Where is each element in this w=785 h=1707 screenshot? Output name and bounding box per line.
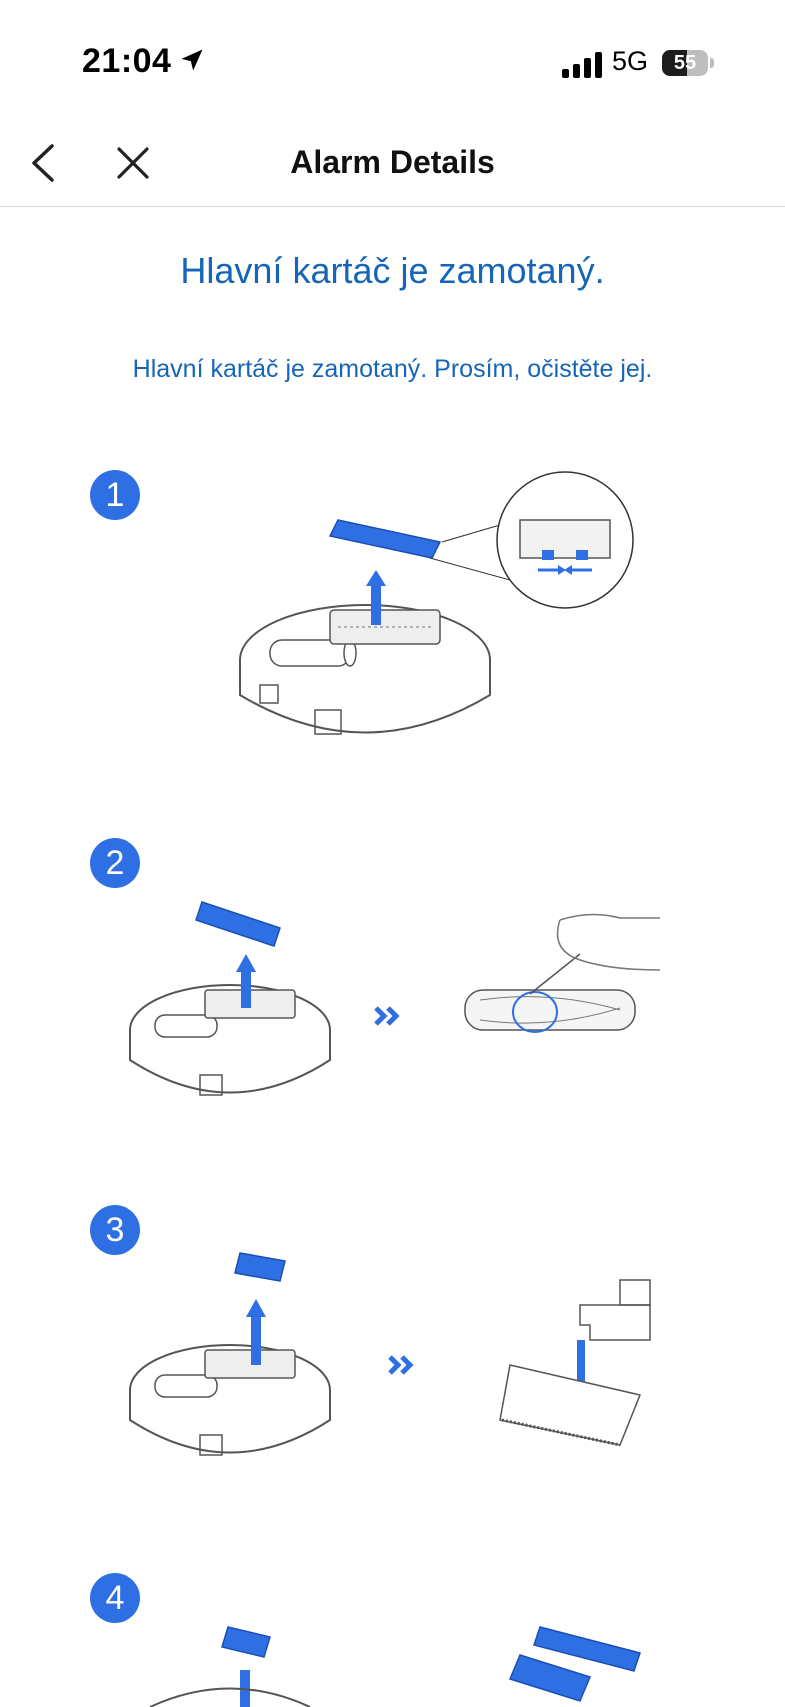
wash-brush-cover-illustration	[129, 1252, 651, 1456]
alarm-headline: Hlavní kartáč je zamotaný.	[180, 250, 605, 291]
battery-icon: 55	[662, 50, 714, 76]
cellular-signal-icon	[562, 52, 602, 78]
remove-brush-cover-illustration	[239, 471, 634, 735]
battery-percentage: 55	[673, 52, 697, 74]
clean-main-brush-illustration	[129, 901, 661, 1096]
status-bar: 21:04 5G 55	[0, 0, 785, 120]
close-button[interactable]	[108, 138, 158, 188]
status-time: 21:04	[82, 42, 172, 80]
location-arrow-icon	[181, 49, 203, 71]
back-button[interactable]	[20, 138, 70, 188]
step-number-badge: 4	[90, 1573, 140, 1623]
battery-fill	[662, 50, 688, 76]
chevron-left-icon	[32, 144, 54, 182]
close-icon	[117, 147, 149, 179]
step-number-badge: 1	[90, 470, 140, 520]
network-type: 5G	[612, 46, 649, 76]
navigation-bar: Alarm Details	[0, 120, 785, 207]
reinstall-brush-illustration	[149, 1626, 641, 1707]
alarm-description: Hlavní kartáč je zamotaný. Prosím, očist…	[132, 355, 653, 383]
step-number-badge: 3	[90, 1205, 140, 1255]
page-title: Alarm Details	[290, 144, 495, 180]
step-number-badge: 2	[90, 838, 140, 888]
